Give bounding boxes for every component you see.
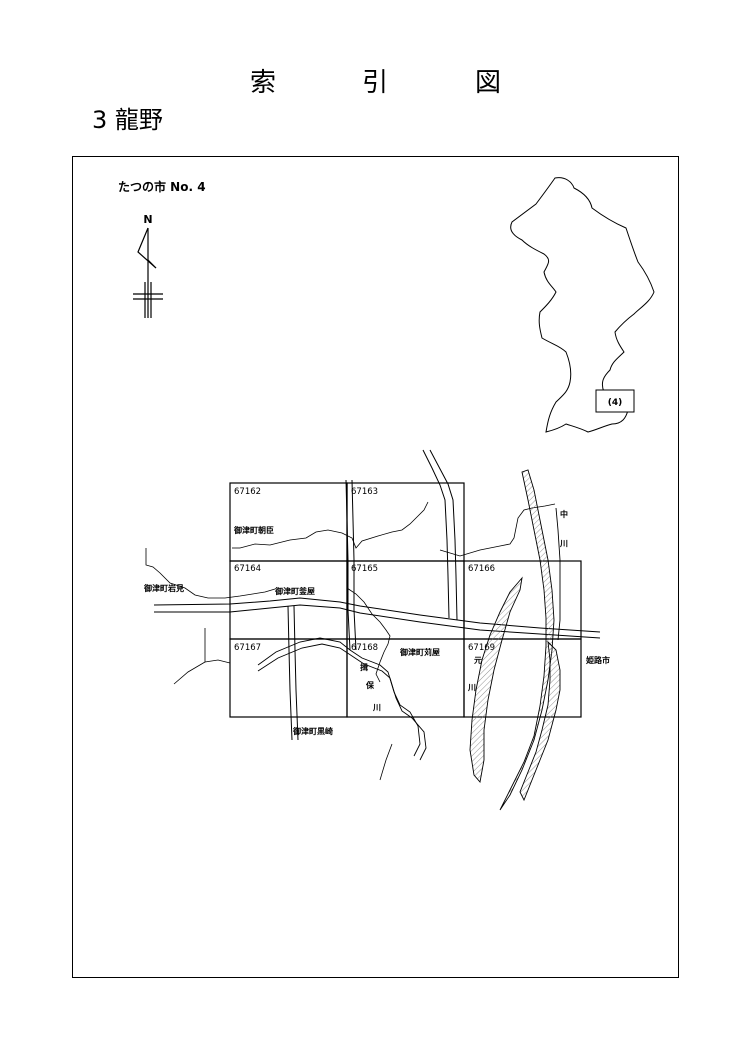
locator-inset: (4) [510,177,655,433]
locator-label: (4) [608,398,623,408]
place-label: 御津町苅屋 [399,647,440,657]
place-label: 御津町釜屋 [274,586,315,596]
title-char-3: 図 [475,68,502,98]
sheet-number: 67166 [468,564,495,574]
page-title: 索 引 図 [0,62,750,98]
place-label: 御津町朝臣 [233,525,274,535]
map-frame [72,156,679,978]
place-label: 御津町岩見 [143,583,184,593]
sheet-number: 67164 [234,564,261,574]
river-label: 中 [560,509,568,519]
river-label: 川 [467,683,476,692]
river-label: 元 [474,656,482,665]
map-sheet-label: たつの市 No. 4 [118,180,206,194]
page-subtitle: 3 龍野 [92,106,163,134]
title-char-2: 引 [362,68,389,98]
river-lines [257,469,561,811]
north-arrow-icon: N [133,213,163,318]
river-label: 揖 [360,662,368,672]
sheet-number: 67168 [351,643,378,653]
north-label: N [143,213,152,226]
road-lines [153,449,601,741]
river-label: 川 [559,539,568,548]
sheet-number: 67163 [351,487,378,497]
river-label: 保 [365,680,375,690]
sheet-number: 67169 [468,643,495,653]
sheet-number: 67167 [234,643,261,653]
title-char-1: 索 [250,68,277,98]
river-label: 川 [372,703,381,712]
place-label: 姫路市 [586,655,610,665]
place-label: 御津町黒崎 [292,726,333,736]
sheet-number: 67165 [351,564,378,574]
sheet-number: 67162 [234,487,261,497]
